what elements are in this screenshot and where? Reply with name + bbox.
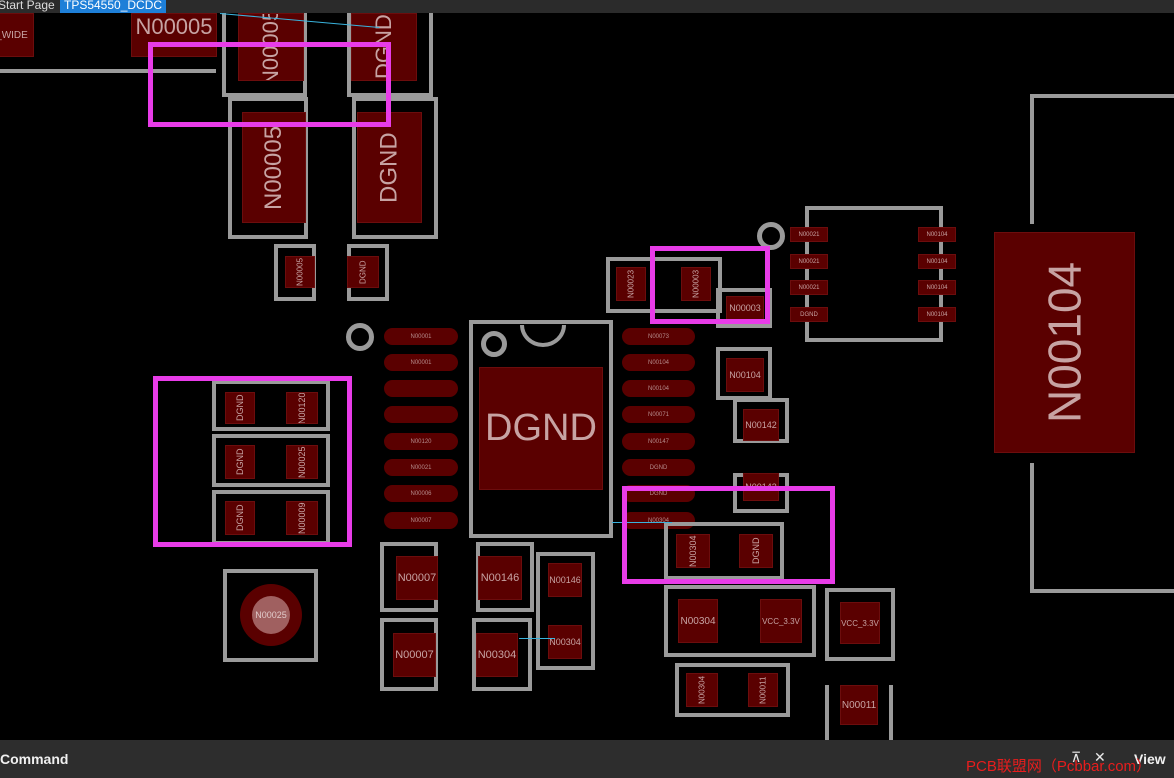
pad-n00005-top[interactable]: N00005 bbox=[131, 13, 217, 57]
component-outline bbox=[228, 97, 308, 239]
pad-n00007-a[interactable]: N00007 bbox=[396, 556, 438, 600]
chip-pin-right[interactable]: N00104 bbox=[918, 254, 956, 269]
chip-pin-left[interactable]: N00021 bbox=[790, 227, 828, 242]
component-outline bbox=[664, 585, 816, 657]
highlight-box bbox=[622, 486, 835, 584]
inductor-outline bbox=[1030, 463, 1174, 593]
pad-n00146-a[interactable]: N00146 bbox=[478, 556, 522, 600]
inductor-outline bbox=[1030, 94, 1174, 224]
ic-pin-right[interactable]: DGND bbox=[622, 459, 695, 476]
chip-pin-right[interactable]: N00104 bbox=[918, 227, 956, 242]
ic-pin-left[interactable]: N00007 bbox=[384, 512, 458, 529]
pad-n00003-b[interactable]: N00003 bbox=[726, 296, 764, 320]
component-outline bbox=[212, 434, 330, 487]
pcb-layout-canvas[interactable]: _WIDE N00005 N00005 DGND N00005 DGND N00… bbox=[0, 13, 1174, 740]
document-tab-bar: Start Page TPS54550_DCDC bbox=[0, 0, 1174, 13]
component-outline bbox=[380, 618, 438, 691]
highlight-box bbox=[153, 376, 352, 547]
pin-icon[interactable]: ⊼ bbox=[1071, 749, 1082, 765]
tab-tps54550-dcdc[interactable]: TPS54550_DCDC bbox=[60, 0, 167, 13]
ratsnest-line bbox=[612, 522, 672, 523]
component-outline bbox=[212, 380, 330, 431]
close-icon[interactable]: ✕ bbox=[1094, 749, 1106, 765]
tab-start-page[interactable]: Start Page bbox=[0, 0, 55, 12]
via-n00025[interactable]: N00025 bbox=[252, 596, 290, 634]
pad-n00005-large[interactable]: N00005 bbox=[242, 112, 306, 223]
pad-n00104[interactable]: N00104 bbox=[726, 358, 764, 392]
highlight-box bbox=[650, 246, 770, 324]
component-outline bbox=[733, 398, 789, 443]
pad-n00023[interactable]: N00023 bbox=[616, 267, 646, 301]
pad-n00304-e[interactable]: N00304 bbox=[686, 673, 718, 707]
silkscreen-line bbox=[825, 685, 829, 740]
chip-pin-left[interactable]: DGND bbox=[790, 307, 828, 322]
component-outline bbox=[716, 288, 772, 328]
component-outline bbox=[352, 97, 438, 239]
pad-n00142[interactable]: N00142 bbox=[743, 409, 779, 441]
pad-n00005-small[interactable]: N00005 bbox=[285, 256, 315, 288]
component-outline bbox=[606, 257, 722, 313]
component-outline bbox=[222, 13, 307, 97]
chip-pin-right[interactable]: N00104 bbox=[918, 280, 956, 295]
ratsnest-line bbox=[519, 638, 555, 639]
ic-pin-right[interactable]: N00104 bbox=[622, 354, 695, 371]
pad-vcc-3v3-b[interactable]: VCC_3.3V bbox=[840, 602, 880, 644]
component-outline bbox=[223, 569, 318, 662]
silkscreen-line bbox=[0, 69, 216, 73]
pad-n00007-b[interactable]: N00007 bbox=[393, 633, 436, 677]
ic-pin1-marker bbox=[481, 331, 507, 357]
highlight-box bbox=[148, 42, 391, 127]
pad-vcc-3v3-a[interactable]: VCC_3.3V bbox=[760, 599, 802, 643]
pad-n00104-large[interactable]: N00104 bbox=[994, 232, 1135, 453]
ic-pin-left[interactable]: N00120 bbox=[384, 433, 458, 450]
watermark: PCB联盟网（Pcbbar.com） bbox=[966, 758, 1152, 775]
pad-n00304-b[interactable]: N00304 bbox=[548, 625, 582, 659]
pad-n00304-d[interactable]: N00304 bbox=[678, 599, 718, 643]
component-outline bbox=[536, 552, 595, 670]
component-outline bbox=[664, 522, 784, 580]
ic-pin-right[interactable]: N00073 bbox=[622, 328, 695, 345]
view-button[interactable]: View bbox=[1134, 751, 1166, 767]
ic-outline bbox=[805, 206, 943, 342]
ic-outline bbox=[469, 320, 613, 538]
pad-dgnd-small[interactable]: DGND bbox=[347, 256, 379, 288]
ic-pin-left[interactable]: N00021 bbox=[384, 459, 458, 476]
silkscreen-line bbox=[889, 685, 893, 740]
ic-pin-right[interactable]: N00104 bbox=[622, 380, 695, 397]
ic-pin-left[interactable] bbox=[384, 406, 458, 423]
ic-pin-left[interactable]: N00001 bbox=[384, 354, 458, 371]
ic-notch bbox=[520, 325, 566, 347]
component-outline bbox=[675, 663, 790, 717]
pin1-marker bbox=[346, 323, 374, 351]
ic-thermal-pad[interactable]: DGND bbox=[479, 367, 603, 490]
ic-pin-right[interactable]: N00147 bbox=[622, 433, 695, 450]
chip-pin-left[interactable]: N00021 bbox=[790, 280, 828, 295]
ic-pin-left[interactable] bbox=[384, 380, 458, 397]
pad-n00011-a[interactable]: N00011 bbox=[748, 673, 778, 707]
ic-pin-right[interactable]: N00071 bbox=[622, 406, 695, 423]
chip-pin-left[interactable]: N00021 bbox=[790, 254, 828, 269]
chip-pin-right[interactable]: N00104 bbox=[918, 307, 956, 322]
component-outline bbox=[825, 588, 895, 661]
component-outline bbox=[472, 618, 532, 691]
pad-dgnd-large[interactable]: DGND bbox=[357, 112, 422, 223]
pad-n00304-a[interactable]: N00304 bbox=[476, 633, 518, 677]
ic-pin-left[interactable]: N00006 bbox=[384, 485, 458, 502]
pad-n00146-b[interactable]: N00146 bbox=[548, 563, 582, 597]
ic-pin-left[interactable]: N00001 bbox=[384, 328, 458, 345]
pad-n00011-b[interactable]: N00011 bbox=[840, 685, 878, 725]
fiducial-marker bbox=[757, 222, 785, 250]
command-panel: Command ⊼ ✕ View bbox=[0, 740, 1174, 778]
pad-wide[interactable]: _WIDE bbox=[0, 13, 34, 57]
command-panel-title: Command bbox=[0, 751, 69, 767]
